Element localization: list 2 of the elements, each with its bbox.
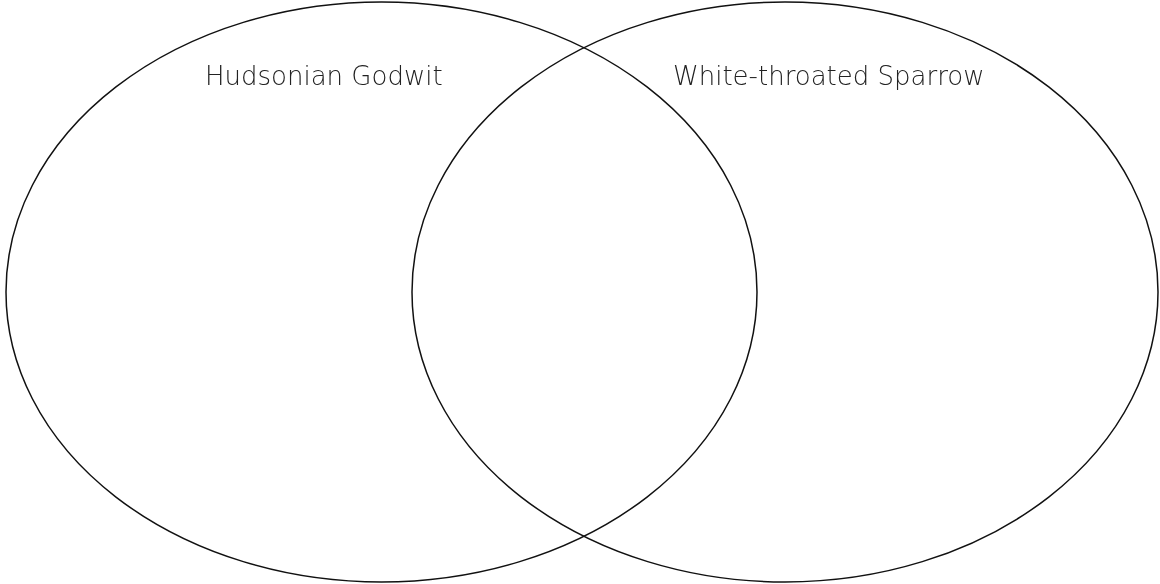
set-label: Hudsonian Godwit bbox=[205, 61, 443, 91]
set-label: White-throated Sparrow bbox=[673, 61, 985, 91]
